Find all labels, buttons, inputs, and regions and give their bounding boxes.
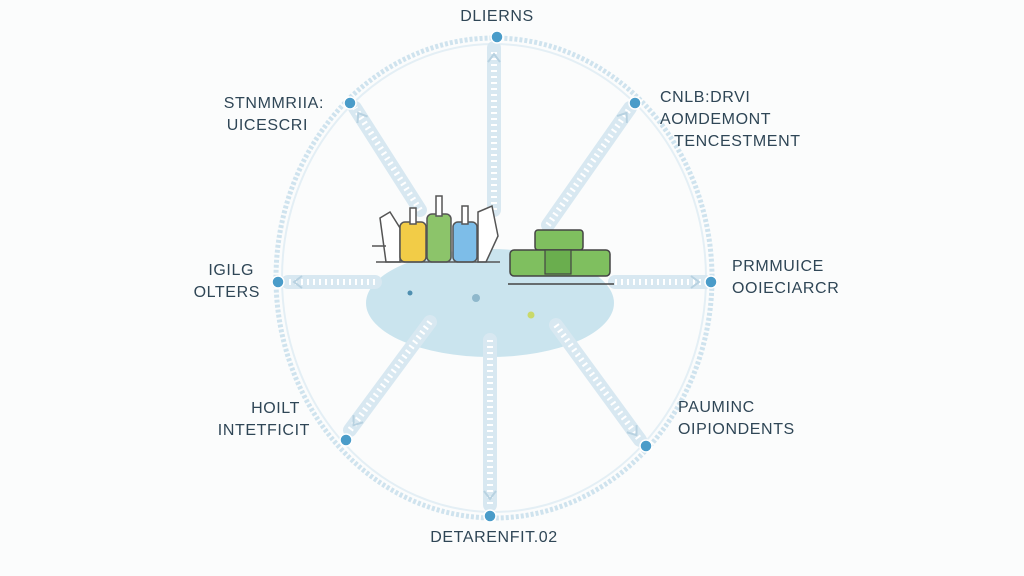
node-top-right — [628, 96, 642, 110]
spoke-bottom-head — [483, 490, 497, 501]
bottle-yellow-neck — [409, 207, 417, 225]
label-top-right-line-1: CNLB:DRVI — [660, 89, 751, 106]
bottle-rack-right — [477, 204, 499, 263]
label-bottom-left-line-2: INTETFICIT — [217, 422, 310, 439]
bottle-yellow — [399, 221, 427, 263]
label-left-line-2: OLTERS — [193, 284, 260, 301]
label-left-line-1: IGILG — [208, 262, 254, 279]
center-marker-2 — [527, 311, 535, 319]
label-right-line-2: OOIECIARCR — [732, 280, 840, 297]
label-right-line-1: PRMMUICE — [732, 258, 824, 275]
spoke-right-head — [690, 275, 701, 289]
node-bottom — [483, 509, 497, 523]
node-bottom-left — [339, 433, 353, 447]
label-bottom-line-1: DETARENFIT.02 — [430, 529, 558, 546]
label-bottom-right-line-1: PAUMINC — [678, 399, 755, 416]
label-left: IGILG OLTERS — [194, 260, 260, 304]
spoke-bottom-left-dash — [347, 320, 433, 432]
label-bottom-right: PAUMINC OIPIONDENTS — [678, 397, 795, 441]
spoke-top-head — [487, 52, 501, 63]
spoke-bottom — [483, 333, 497, 512]
spoke-top — [487, 41, 501, 217]
center-marker — [472, 294, 480, 302]
spoke-bottom-left-head — [352, 415, 364, 427]
bottle-green-neck — [435, 195, 443, 217]
label-top-right-line-2: AOMDEMONT — [660, 111, 772, 128]
spoke-top-left-dash — [352, 106, 423, 212]
spoke-top-right-head — [616, 111, 628, 123]
machine-door — [544, 249, 572, 275]
node-right — [704, 275, 718, 289]
label-top-right: CNLB:DRVI AOMDEMONT TENCESTMENT — [660, 87, 801, 153]
machine-top — [534, 229, 584, 251]
spoke-top-left — [348, 101, 427, 217]
spoke-top-right-band — [541, 101, 637, 232]
label-top-left: STNMMRIIA: UICESCRI — [224, 93, 324, 137]
bottle-green — [426, 213, 452, 263]
spoke-right — [608, 275, 712, 289]
node-bottom-right — [639, 439, 653, 453]
spoke-left-head — [292, 275, 303, 289]
bottle-rack-left — [379, 210, 401, 263]
bottle-blue-neck — [461, 205, 469, 225]
center-marker-3 — [407, 290, 413, 296]
spoke-bottom-right-band — [549, 318, 647, 447]
label-bottom: DETARENFIT.02 — [430, 527, 558, 549]
spoke-top-right — [541, 101, 637, 232]
label-top-line-1: DLIERNS — [460, 8, 534, 25]
spoke-bottom-left — [343, 315, 437, 437]
node-top-left — [343, 96, 357, 110]
label-top-left-line-1: STNMMRIIA: — [223, 95, 324, 112]
label-bottom-left: HOILT INTETFICIT — [218, 398, 310, 442]
machine-icon — [508, 229, 614, 285]
spoke-bottom-right-head — [626, 425, 638, 437]
spoke-top-left-head — [356, 111, 368, 124]
label-top-right-line-3: TENCESTMENT — [674, 133, 801, 150]
label-bottom-right-line-2: OIPIONDENTS — [678, 421, 795, 438]
label-right: PRMMUICE OOIECIARCR — [732, 256, 839, 300]
label-top: DLIERNS — [460, 6, 534, 28]
label-bottom-left-line-1: HOILT — [251, 400, 300, 417]
node-left — [271, 275, 285, 289]
spoke-left — [281, 275, 382, 289]
spoke-bottom-right — [549, 318, 647, 447]
label-top-left-line-2: UICESCRI — [226, 117, 308, 134]
node-top — [490, 30, 504, 44]
bottles-icon — [372, 195, 500, 263]
bottle-blue — [452, 221, 478, 263]
